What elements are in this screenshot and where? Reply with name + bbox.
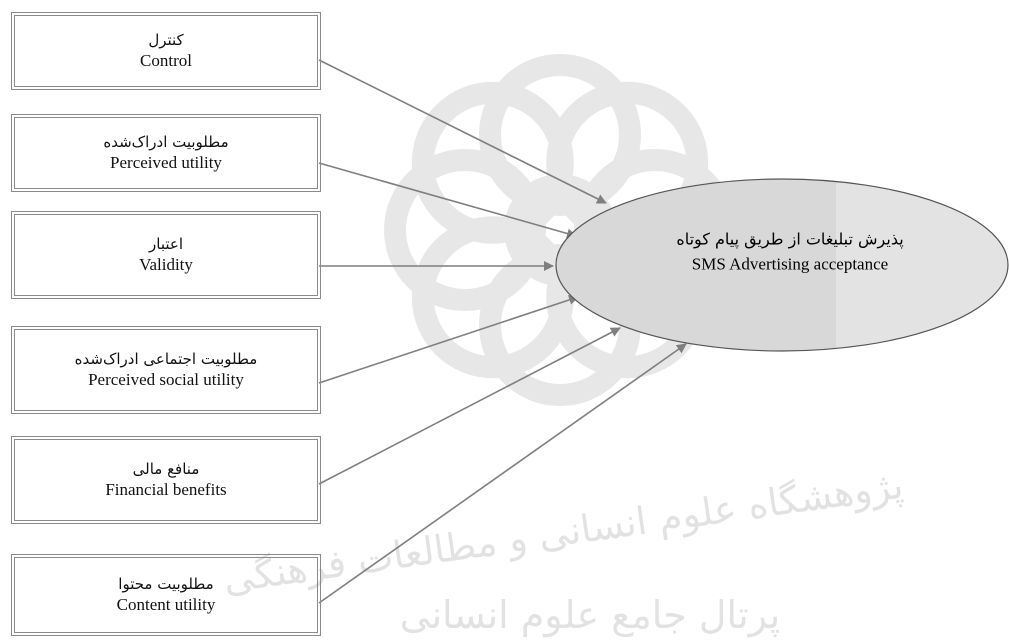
factor-label-fa: کنترل (148, 30, 184, 49)
factor-label-en: Perceived social utility (88, 370, 244, 390)
factor-label-fa: مطلوبیت ادراک‌شده (103, 132, 229, 151)
factor-label-en: Validity (139, 255, 193, 275)
factor-label-fa: مطلوبیت اجتماعی ادراک‌شده (74, 349, 258, 368)
factor-box-control: کنترل Control (11, 12, 321, 90)
factor-box-perceived-social-utility: مطلوبیت اجتماعی ادراک‌شده Perceived soci… (11, 326, 321, 414)
arrow-perceived-utility (318, 162, 577, 239)
factor-box-financial-benefits: منافع مالی Financial benefits (11, 436, 321, 524)
factor-label-fa: اعتبار (149, 234, 183, 253)
outcome-ellipse (555, 178, 1009, 352)
factor-box-validity: اعتبار Validity (11, 211, 321, 299)
outcome-label: پذیرش تبلیغات از طریق پیام کوتاه SMS Adv… (676, 227, 903, 277)
factor-label-fa: مطلوبیت محتوا (118, 574, 214, 593)
factor-label-fa: منافع مالی (132, 459, 200, 478)
factor-box-content-utility: مطلوبیت محتوا Content utility (11, 554, 321, 636)
arrow-control (318, 59, 607, 204)
arrow-content-utility (318, 343, 687, 604)
arrow-financial-benefits (318, 327, 621, 485)
factor-label-en: Content utility (116, 595, 216, 615)
outcome-label-fa: پذیرش تبلیغات از طریق پیام کوتاه (676, 229, 904, 249)
factor-label-en: Control (140, 51, 192, 71)
factor-label-en: Financial benefits (105, 480, 227, 500)
arrow-perceived-social-utility (318, 295, 579, 384)
outcome-label-en: SMS Advertising acceptance (691, 254, 889, 274)
factor-box-perceived-utility: مطلوبیت ادراک‌شده Perceived utility (11, 114, 321, 192)
factor-label-en: Perceived utility (110, 153, 222, 173)
